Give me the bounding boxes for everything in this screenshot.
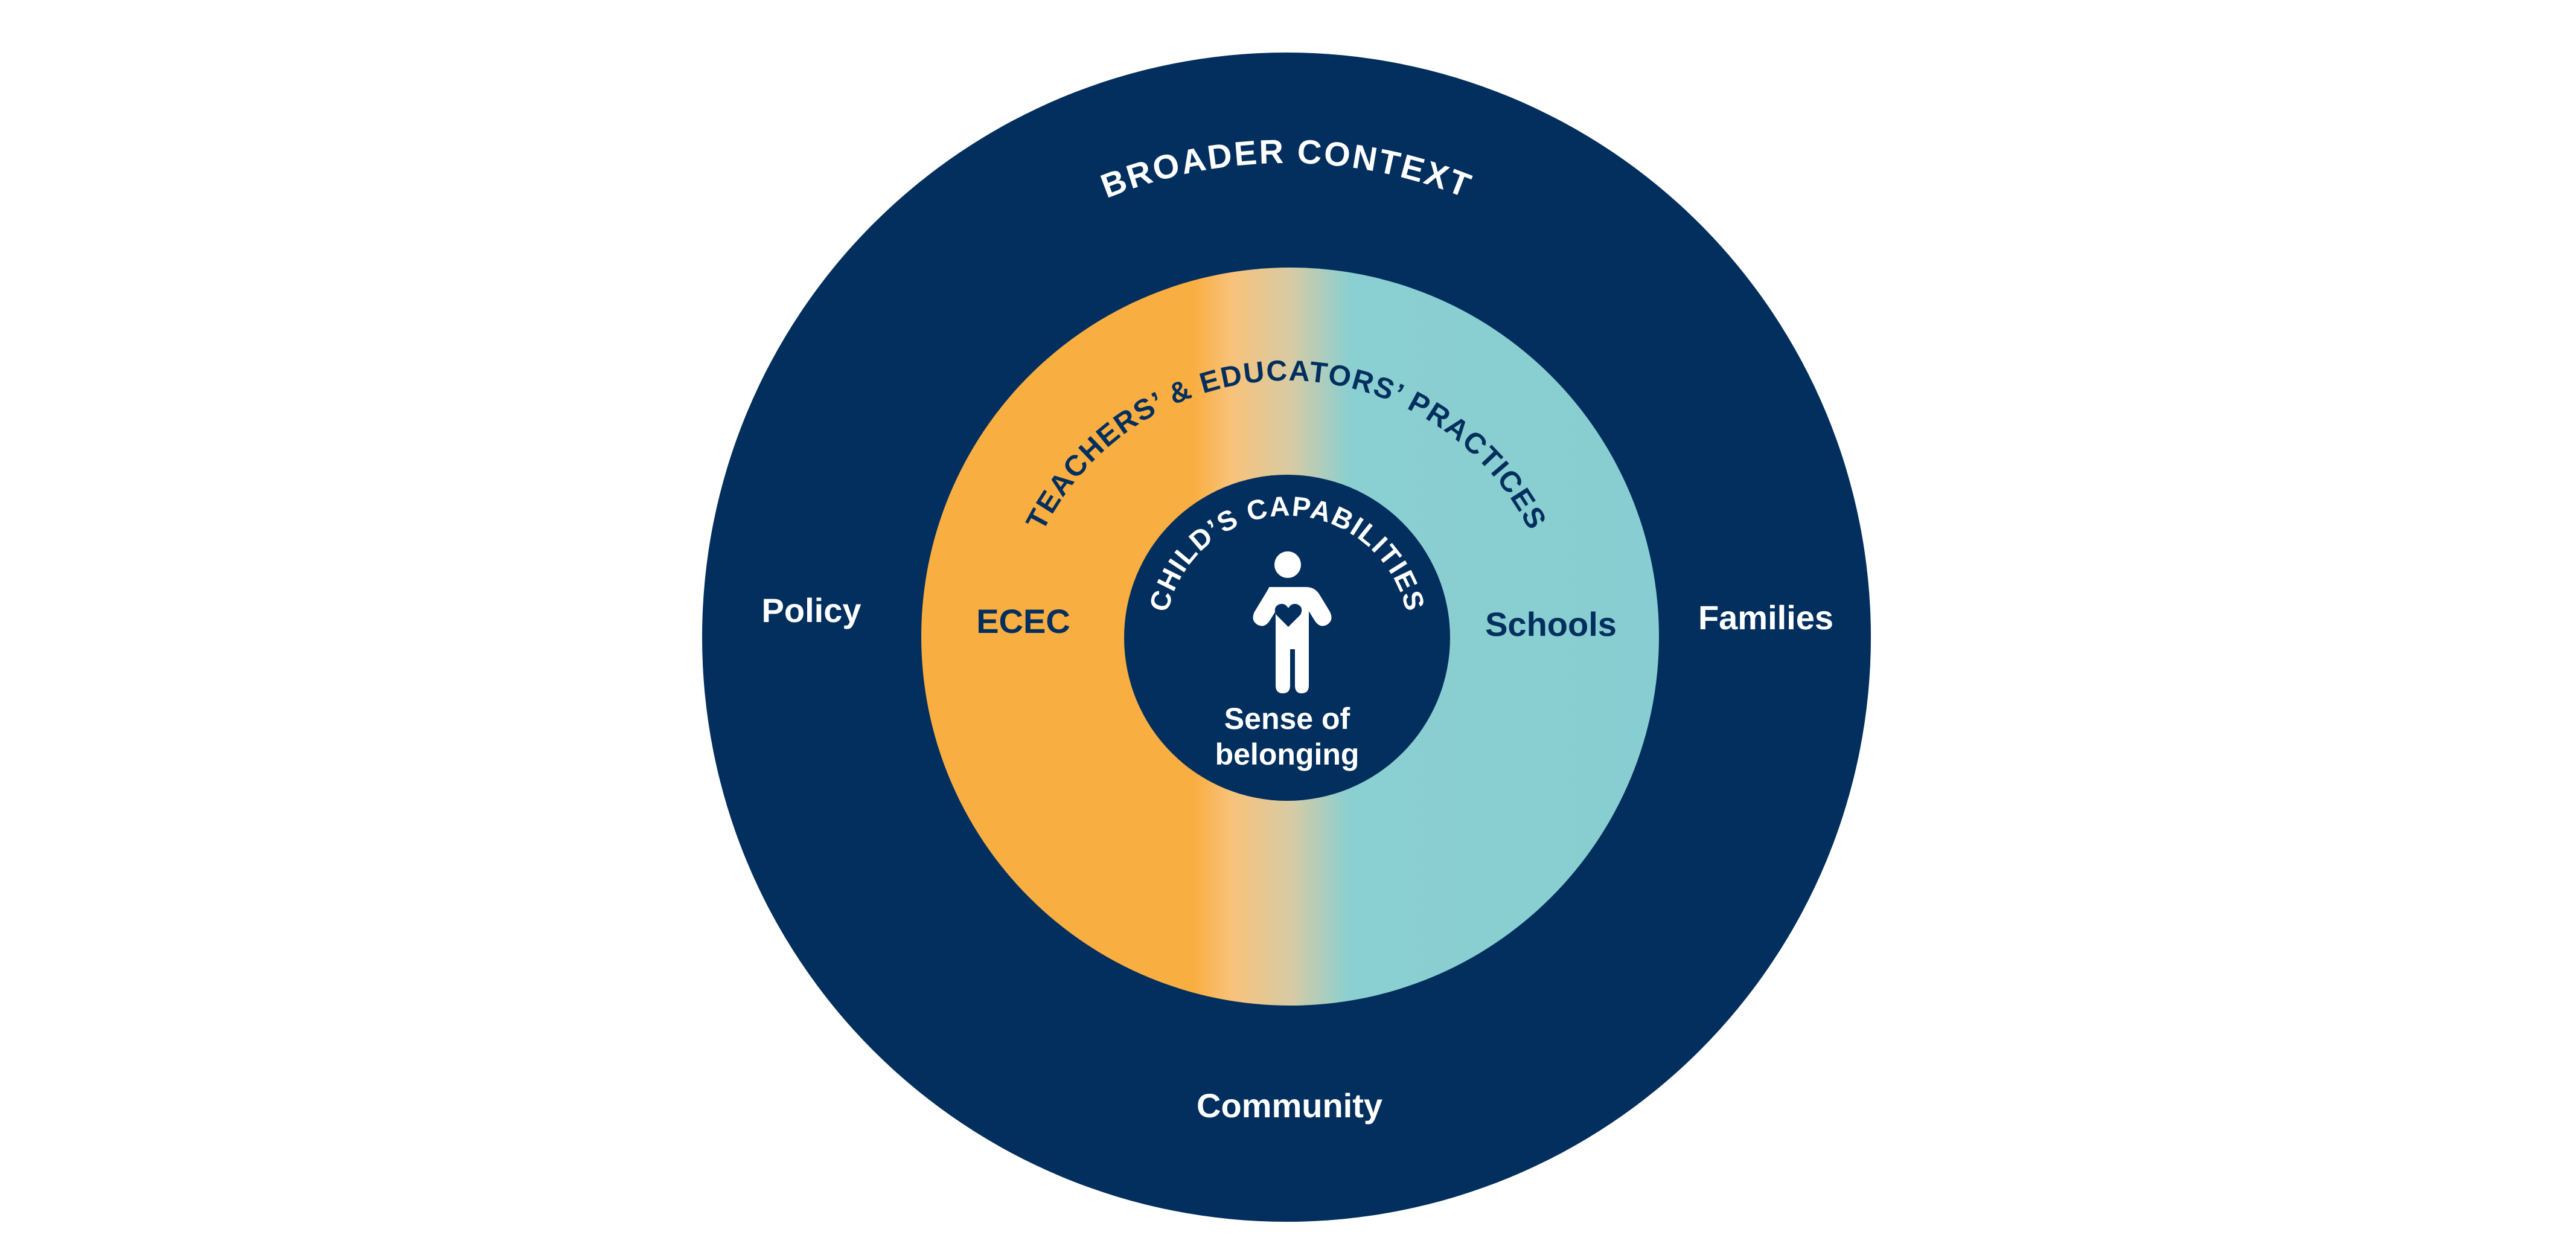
policy-label: Policy bbox=[762, 591, 861, 629]
child-with-heart-icon bbox=[1253, 551, 1332, 693]
ecec-label: ECEC bbox=[976, 602, 1070, 640]
community-label: Community bbox=[1197, 1086, 1382, 1125]
sense-of-label: Sense of bbox=[1224, 702, 1350, 736]
schools-label: Schools bbox=[1485, 605, 1617, 643]
families-label: Families bbox=[1698, 599, 1833, 637]
belonging-label: belonging bbox=[1215, 737, 1360, 771]
